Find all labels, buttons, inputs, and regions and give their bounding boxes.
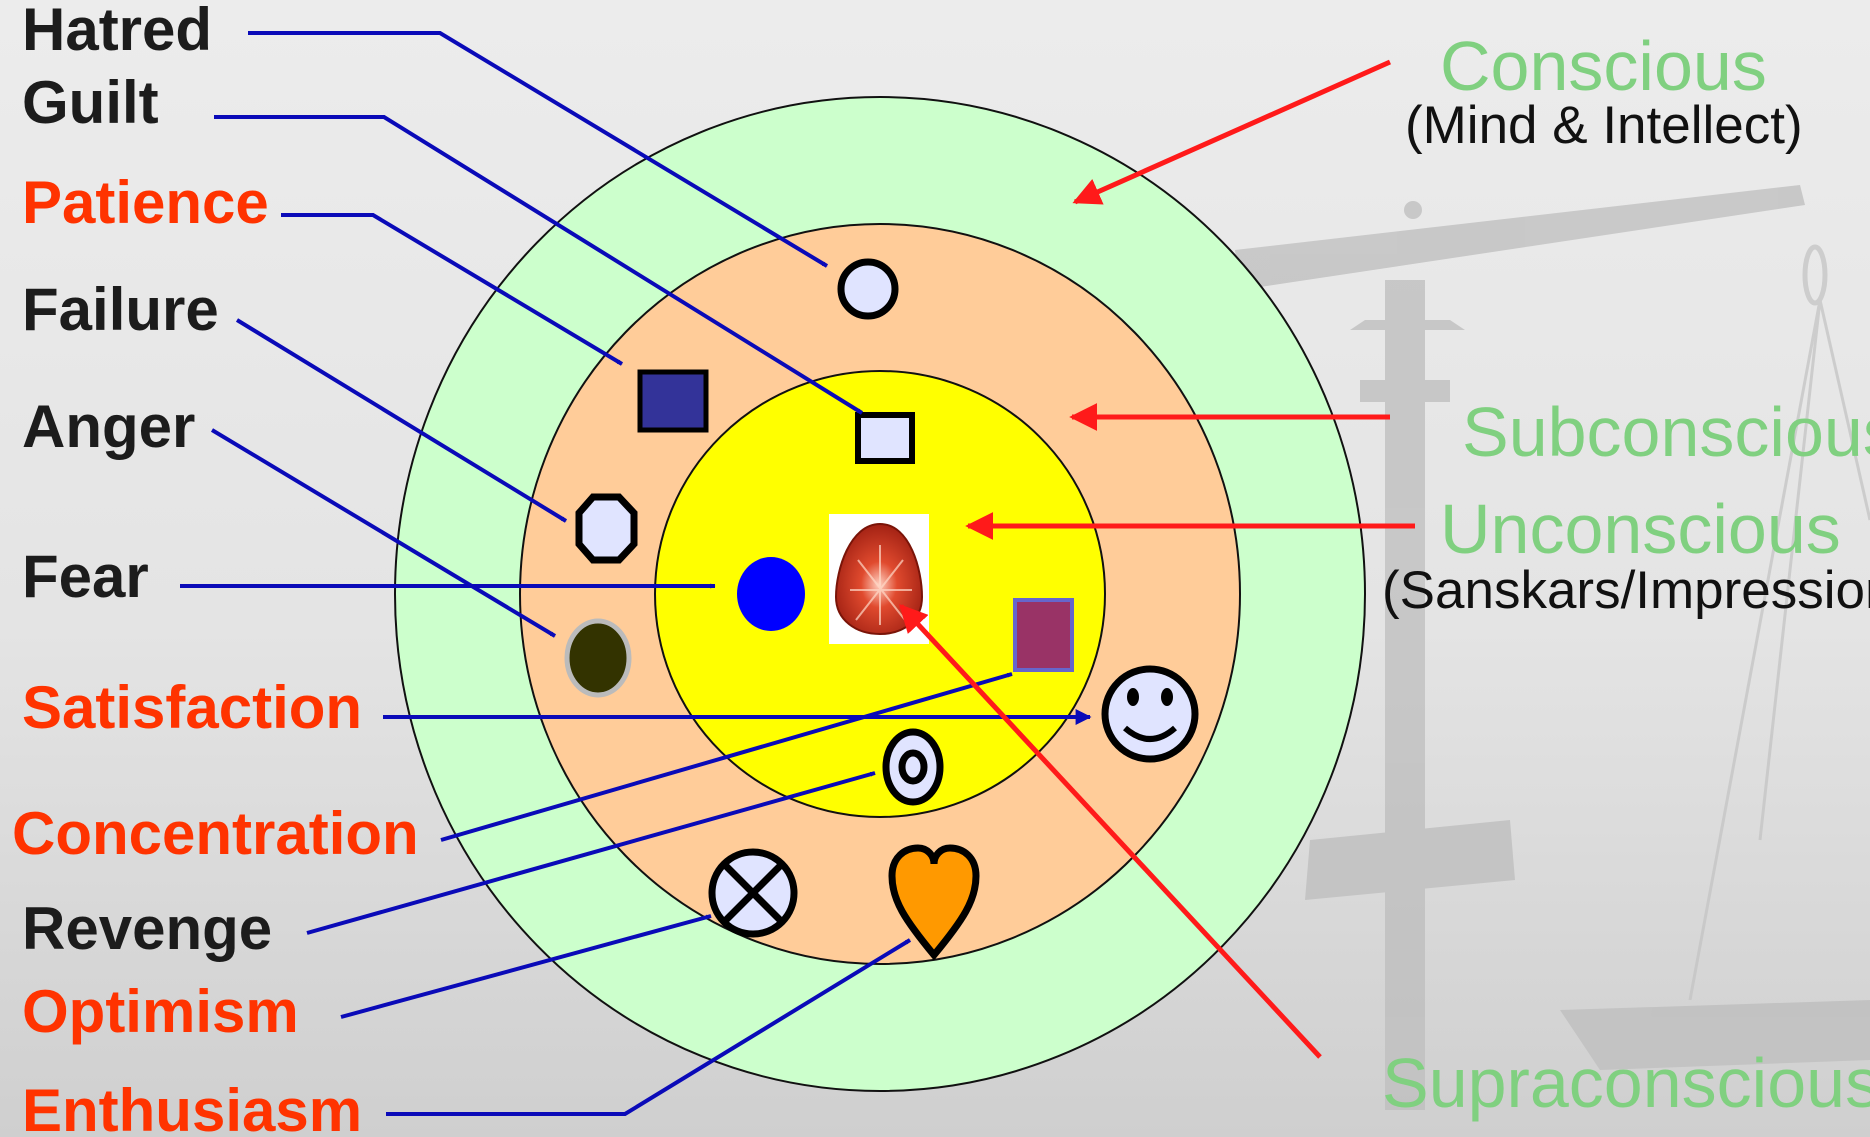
label-patience: Patience: [22, 169, 269, 236]
octagon-icon: [579, 497, 634, 560]
conscious-pointer: [1075, 62, 1390, 202]
label-fear: Fear: [22, 543, 149, 610]
dark-oval-icon: [567, 621, 629, 695]
label-failure: Failure: [22, 276, 219, 343]
level-unconscious-title: Unconscious: [1440, 490, 1841, 568]
level-conscious-subtitle: (Mind & Intellect): [1405, 96, 1803, 155]
label-anger: Anger: [22, 393, 195, 460]
level-conscious-title: Conscious: [1440, 27, 1767, 105]
level-supraconscious-title: Supraconscious: [1382, 1044, 1870, 1122]
emotion-labels: Hatred Guilt Patience Failure Anger Fear…: [12, 0, 419, 1137]
purple-square-icon: [1015, 600, 1072, 670]
circled-x-icon: [712, 852, 794, 934]
smiley-icon: [1105, 669, 1195, 759]
small-circle-icon: [841, 262, 895, 316]
level-subconscious-title: Subconscious: [1462, 393, 1870, 471]
label-satisfaction: Satisfaction: [22, 674, 362, 741]
level-unconscious-subtitle: (Sanskars/Impression): [1382, 561, 1870, 620]
bullseye-icon: [886, 732, 940, 802]
small-square-icon: [858, 415, 912, 461]
label-hatred: Hatred: [22, 0, 212, 63]
label-concentration: Concentration: [12, 800, 419, 867]
label-optimism: Optimism: [22, 978, 299, 1045]
navy-square-icon: [640, 372, 706, 430]
label-guilt: Guilt: [22, 69, 159, 136]
label-revenge: Revenge: [22, 895, 272, 962]
blue-dot-icon: [737, 557, 805, 631]
red-egg-icon: [829, 514, 929, 644]
label-enthusiasm: Enthusiasm: [22, 1077, 362, 1137]
